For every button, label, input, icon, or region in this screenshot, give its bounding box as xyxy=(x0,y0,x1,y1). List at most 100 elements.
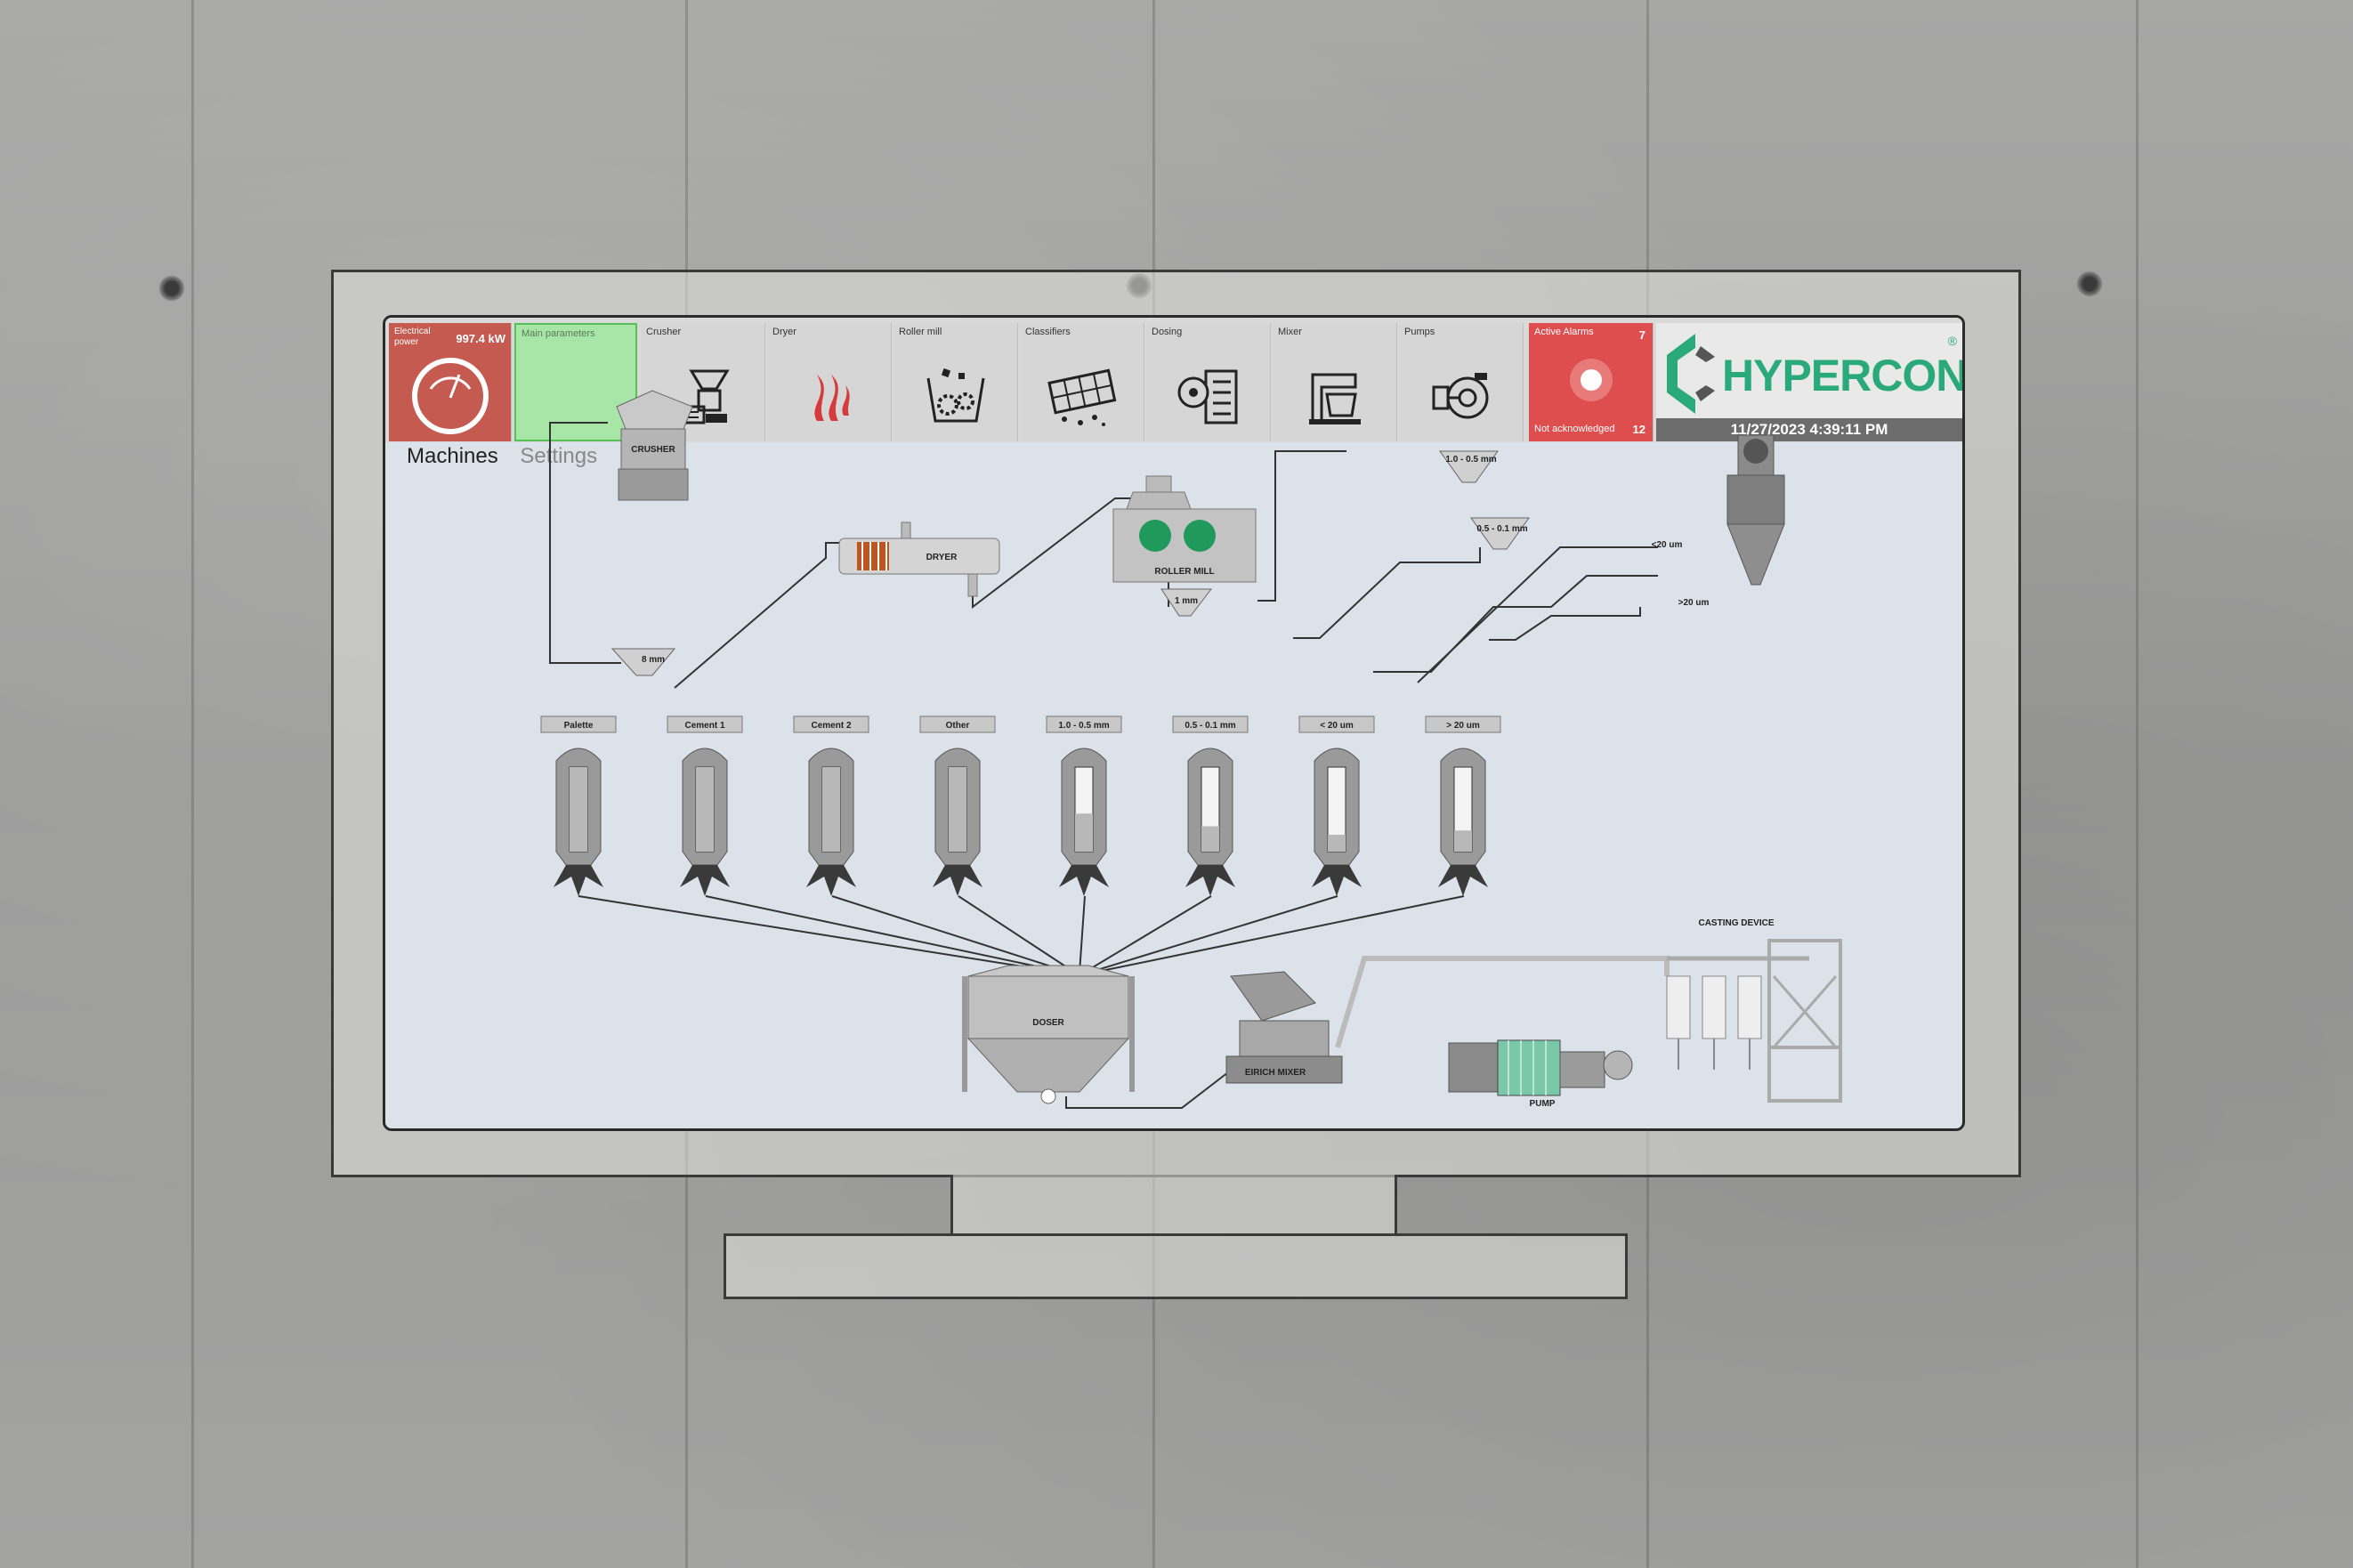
silo-level-fill xyxy=(1075,813,1093,852)
alarm-light-icon xyxy=(1569,359,1613,401)
active-alarms-tile[interactable]: Active Alarms 7 Not acknowledged 12 xyxy=(1529,323,1654,441)
doser-label: DOSER xyxy=(1032,1018,1064,1028)
mixer-label: EIRICH MIXER xyxy=(1245,1068,1306,1078)
dryer-label: DRYER xyxy=(926,553,958,562)
electrical-power-tile[interactable]: Electrical power 997.4 kW xyxy=(389,323,512,441)
silo-tag xyxy=(919,715,996,733)
wall-tie-hole xyxy=(158,275,185,302)
monitor-neck xyxy=(950,1175,1397,1233)
dryer-tile[interactable]: Dryer xyxy=(767,323,892,441)
silo-label: 1.0 - 0.5 mm xyxy=(1058,721,1109,731)
pumps-tile-label: Pumps xyxy=(1404,327,1435,337)
active-alarms-label: Active Alarms xyxy=(1534,327,1594,337)
hypercon-mark-icon xyxy=(1667,334,1715,414)
silo[interactable]: Cement 2 xyxy=(793,715,869,896)
crusher-output-label: 8 mm xyxy=(642,655,665,665)
silo-label: Palette xyxy=(564,721,594,731)
wall-tie-hole xyxy=(2076,271,2103,297)
silo-outlet xyxy=(1312,865,1362,896)
silo-level-fill xyxy=(949,767,966,852)
silo-row: Palette Cement 1 Cement 2 Other 1.0 - 0.5 mm… xyxy=(540,715,1501,896)
silo[interactable]: Cement 1 xyxy=(667,715,743,896)
pump-label: PUMP xyxy=(1530,1099,1556,1109)
classifier-1-label: 1.0 - 0.5 mm xyxy=(1445,455,1496,465)
silo-level-fill xyxy=(822,767,840,852)
cyclone-fine-label: <20 um xyxy=(1652,540,1683,550)
power-value: 997.4 kW xyxy=(456,332,505,345)
mill-output-label: 1 mm xyxy=(1175,596,1198,606)
dryer-machine[interactable]: DRYER xyxy=(838,521,1000,597)
hypercon-logo: HYPERCON ® 11/27/2023 4:39:11 PM xyxy=(1656,323,1962,441)
classifier-1[interactable]: 1.0 - 0.5 mm xyxy=(1439,450,1499,483)
not-acknowledged-count: 12 xyxy=(1632,423,1645,436)
crusher-machine[interactable]: CRUSHER 8 mm xyxy=(610,390,693,676)
wall-seam xyxy=(2136,0,2139,1568)
cyclone-separator[interactable]: <20 um >20 um xyxy=(1652,434,1785,608)
silo-label: Other xyxy=(946,721,970,731)
main-parameters-tile[interactable]: Main parameters xyxy=(514,323,637,441)
classifiers-tile-label: Classifiers xyxy=(1025,327,1071,337)
casting-device[interactable]: CASTING DEVICE xyxy=(1666,918,1842,1103)
casting-device-label: CASTING DEVICE xyxy=(1698,918,1774,928)
pump-icon xyxy=(1432,373,1488,419)
silo[interactable]: 1.0 - 0.5 mm xyxy=(1046,715,1122,896)
pumps-tile[interactable]: Pumps xyxy=(1399,323,1524,441)
tab-machines[interactable]: Machines xyxy=(407,444,498,468)
mixer-tile[interactable]: Mixer xyxy=(1273,323,1397,441)
silo-tag xyxy=(667,715,743,733)
roller-mill-tile-label: Roller mill xyxy=(899,327,942,337)
silo-level-fill xyxy=(1454,830,1472,852)
silo-tag xyxy=(1046,715,1122,733)
pump-machine[interactable]: PUMP xyxy=(1448,1039,1633,1109)
roller-mill-machine[interactable]: ROLLER MILL 1 mm xyxy=(1112,475,1257,617)
silo-label: < 20 um xyxy=(1320,721,1354,731)
wall-seam xyxy=(191,0,194,1568)
dosing-tile[interactable]: Dosing xyxy=(1146,323,1271,441)
cyclone-coarse-label: >20 um xyxy=(1678,598,1710,608)
silo[interactable]: Palette xyxy=(540,715,617,896)
concrete-pipe xyxy=(1335,956,1670,1048)
silo-outlet xyxy=(554,865,603,896)
top-toolbar: Electrical power 997.4 kW Main parameter… xyxy=(385,318,1962,442)
dryer-tile-label: Dryer xyxy=(772,327,796,337)
classifiers-tile[interactable]: Classifiers xyxy=(1020,323,1144,441)
silo-outlet xyxy=(1438,865,1488,896)
mixer-tile-label: Mixer xyxy=(1278,327,1302,337)
dosing-tile-label: Dosing xyxy=(1152,327,1183,337)
hmi-screen: Electrical power 997.4 kW Main parameter… xyxy=(383,315,1965,1131)
classifier-2-label: 0.5 - 0.1 mm xyxy=(1476,524,1527,534)
silo-tag xyxy=(1425,715,1501,733)
silo-level-fill xyxy=(696,767,714,852)
doser-to-mixer-line xyxy=(1065,1063,1241,1109)
silo-outlet xyxy=(1185,865,1235,896)
view-tabs: Machines Settings xyxy=(407,444,597,469)
roller-mill-tile[interactable]: Roller mill xyxy=(893,323,1018,441)
mixer-icon xyxy=(1308,373,1361,424)
silo-label: Cement 1 xyxy=(684,721,724,731)
process-diagram: CRUSHER 8 mm DRYER ROLLER MILL xyxy=(540,390,1842,1109)
silo[interactable]: 0.5 - 0.1 mm xyxy=(1172,715,1249,896)
power-label: Electrical power xyxy=(394,327,431,347)
silo-outlet-lines xyxy=(578,895,1465,974)
silo-outlet xyxy=(933,865,982,896)
flame-icon xyxy=(813,375,850,421)
brand-name: HYPERCON xyxy=(1722,351,1965,400)
silo-level-fill xyxy=(1328,835,1346,852)
silo-level-fill xyxy=(1201,826,1219,852)
eirich-mixer-machine[interactable]: EIRICH MIXER xyxy=(1225,971,1343,1084)
active-alarms-count: 7 xyxy=(1638,328,1645,342)
silo[interactable]: > 20 um xyxy=(1425,715,1501,896)
silo-label: Cement 2 xyxy=(811,721,851,731)
roller-mill-label: ROLLER MILL xyxy=(1154,567,1214,577)
tab-settings[interactable]: Settings xyxy=(520,444,598,468)
silo-tag xyxy=(540,715,617,733)
silo-tag xyxy=(1298,715,1375,733)
doser-machine[interactable]: DOSER xyxy=(962,965,1135,1104)
silo-outlet xyxy=(1059,865,1109,896)
silo[interactable]: < 20 um xyxy=(1298,715,1375,896)
silo[interactable]: Other xyxy=(919,715,996,896)
roller-mill-icon xyxy=(926,368,984,423)
silo-label: > 20 um xyxy=(1446,721,1480,731)
silo-outlet xyxy=(680,865,730,896)
classifier-2[interactable]: 0.5 - 0.1 mm xyxy=(1470,517,1530,550)
